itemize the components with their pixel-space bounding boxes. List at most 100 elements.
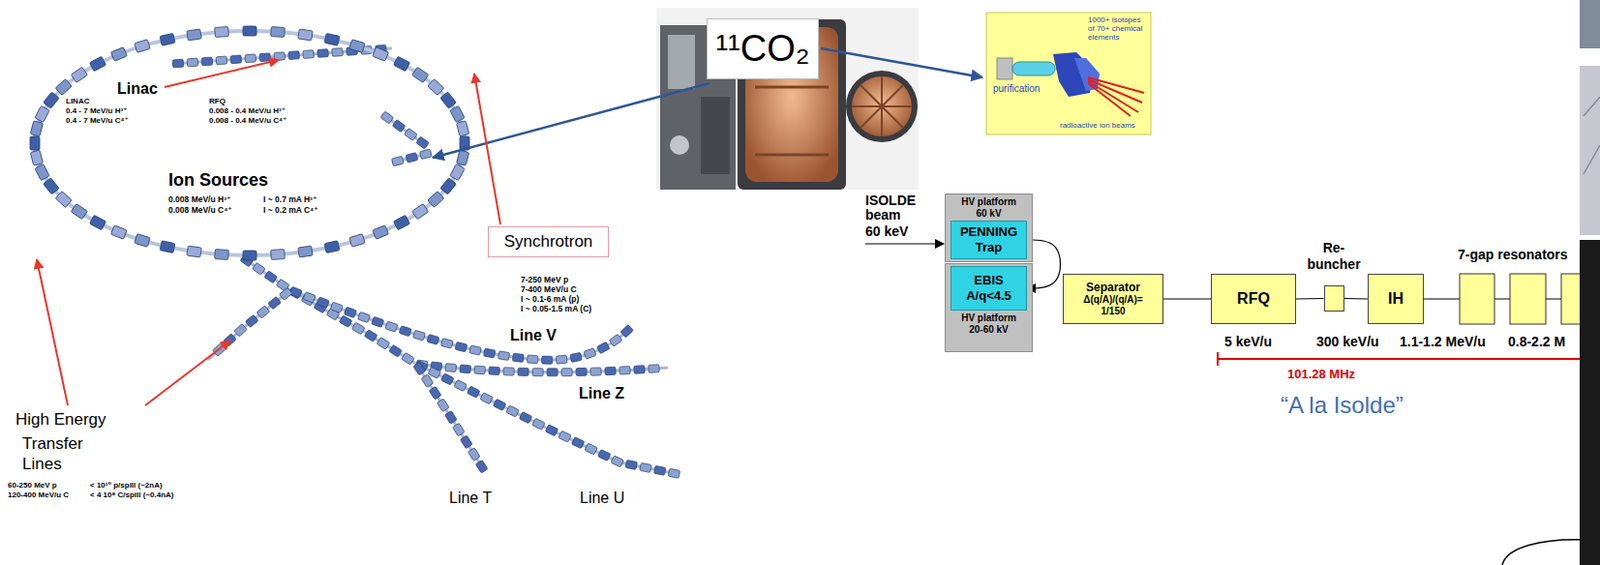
magnet-block <box>201 57 213 66</box>
magnet-block <box>532 368 544 377</box>
magnet-block <box>575 367 587 376</box>
magnet-block <box>324 32 340 46</box>
dee-spokes <box>851 76 912 137</box>
red-arrow <box>164 60 279 88</box>
text-label: purification <box>993 83 1040 95</box>
synchrotron-box: Synchrotron <box>487 226 609 258</box>
photo-strip <box>1579 65 1600 236</box>
text-label: I ~ 0.7 mA H³⁺ <box>263 195 317 206</box>
magnet-block <box>488 366 500 376</box>
text-label: radioactive ion beams <box>1059 120 1136 130</box>
magnet-block <box>467 448 481 462</box>
red-arrow <box>474 73 501 225</box>
box-text: Δ(q/A)/(q/A)= 1/150 <box>1072 294 1154 318</box>
text-label: 1.1-1.2 MeV/u <box>1399 333 1486 350</box>
magnet-block <box>440 91 457 109</box>
magnet-block <box>597 341 610 354</box>
machine-panel <box>700 96 730 175</box>
magnet-block <box>271 27 286 38</box>
box-text: ¹¹CO₂ <box>715 29 810 70</box>
magnet-block <box>584 443 598 455</box>
frequency-bracket <box>1217 352 1588 366</box>
target-unit <box>996 58 1013 80</box>
magnet-block <box>445 411 458 425</box>
text-label: 7-gap resonators <box>1457 246 1569 263</box>
magnet-block <box>456 120 470 137</box>
ebis-box: EBIS A/q<4.5 <box>950 266 1027 311</box>
magnet-block <box>298 29 313 41</box>
magnet-block <box>404 127 419 141</box>
box-text: Re- buncher <box>1304 240 1363 273</box>
magnet-block <box>90 214 107 230</box>
magnet-block <box>385 321 398 333</box>
magnet-block <box>372 47 390 61</box>
magnet-block <box>639 462 652 473</box>
magnet-block <box>55 191 72 209</box>
magnet-block <box>416 136 430 150</box>
magnet-block <box>667 468 680 479</box>
red-arrow <box>145 340 231 406</box>
text-label: 0.4 - 7 MeV/u C⁴⁺ <box>65 116 129 125</box>
magnet-block <box>338 315 353 328</box>
magnet-block <box>453 380 467 393</box>
isotope-box: ¹¹CO₂ <box>706 18 819 80</box>
magnet-block <box>392 56 410 71</box>
photo-detail <box>1583 96 1600 175</box>
text-label: Line U <box>579 489 625 508</box>
text-label: 7-250 MeV p <box>520 275 569 286</box>
magnet-block <box>428 386 442 400</box>
magnet-block <box>324 241 340 254</box>
beam-pipe <box>416 363 484 471</box>
magnet-block <box>506 405 519 418</box>
magnet-block <box>526 355 539 364</box>
magnet-block <box>405 152 419 163</box>
red-arrow <box>36 259 68 406</box>
magnet-block <box>648 364 661 374</box>
magnet-block <box>546 368 558 377</box>
magnet-block <box>234 324 248 337</box>
magnet-block <box>452 422 466 437</box>
beam-lines <box>1087 77 1145 117</box>
magnet-block <box>633 365 645 375</box>
text-label: 5 keV/u <box>1224 333 1272 350</box>
magnet-block <box>604 366 616 375</box>
magnet-block <box>230 55 242 64</box>
magnet-block <box>413 362 426 376</box>
beam-pipe <box>290 290 630 361</box>
magnet-block <box>363 330 378 343</box>
text-label: LINAC <box>65 96 90 106</box>
magnet-block <box>134 234 151 248</box>
magnet-block <box>264 271 278 284</box>
magnet-block <box>427 366 441 379</box>
magnet-block <box>110 47 127 61</box>
hv-platform: HV platform 20-60 kVEBIS A/q<4.5 <box>944 263 1033 353</box>
cyclotron-photo <box>656 7 919 190</box>
magnet-block <box>503 367 514 376</box>
magnet-block <box>561 368 573 377</box>
magnet-block <box>186 29 202 41</box>
magnet-block <box>330 301 343 313</box>
magnet-block <box>544 424 558 437</box>
magnet-block <box>608 333 623 347</box>
magnet-block <box>610 455 624 468</box>
magnet-block <box>30 120 43 137</box>
text-label: High Energy <box>15 410 107 430</box>
magnet-block <box>30 150 43 166</box>
magnet-block <box>542 356 553 364</box>
magnet-block <box>441 338 454 350</box>
magnet-block <box>427 191 445 209</box>
text-label: 101.28 MHz <box>1287 367 1356 383</box>
blue-arrow <box>820 48 983 78</box>
text-label: Line Z <box>578 385 625 403</box>
magnet-block <box>583 348 597 360</box>
text-label: 1000+ isotopes of 70+ chemical elements <box>1087 15 1148 43</box>
text-label: 0.008 - 0.4 MeV/u H³⁺ <box>209 106 286 116</box>
text-label: 0.008 - 0.4 MeV/u C⁴⁺ <box>209 116 287 125</box>
magnet-block <box>654 465 666 476</box>
magnet-block <box>279 287 294 301</box>
magnet-block <box>389 344 403 358</box>
magnet-block <box>351 322 365 334</box>
photo-ground <box>656 7 919 190</box>
